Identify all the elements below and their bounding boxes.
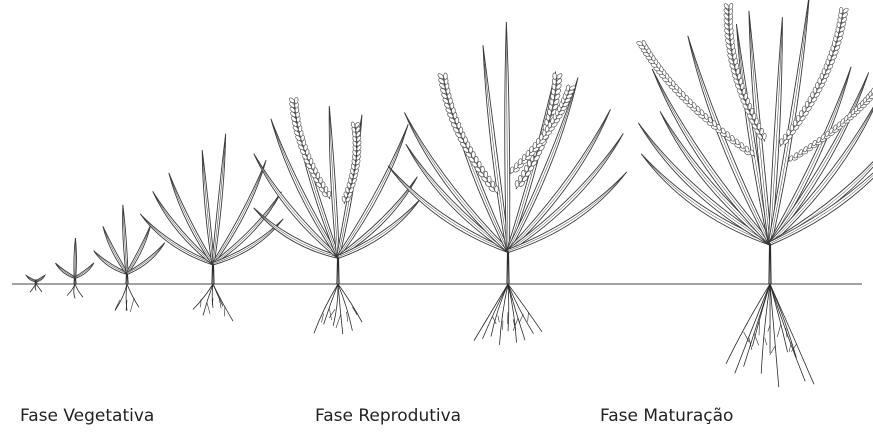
heading-plant-5 xyxy=(254,97,420,334)
flowering-plant-6 xyxy=(388,22,627,345)
tillering-plant-4 xyxy=(140,134,283,321)
seedling-plant-2 xyxy=(55,238,93,298)
phase-label-maturation: Fase Maturação xyxy=(600,406,733,426)
phase-label-vegetative: Fase Vegetativa xyxy=(20,406,154,426)
mature-plant-7 xyxy=(636,0,873,387)
phase-label-reproductive: Fase Reprodutiva xyxy=(315,406,461,426)
young-plant-3 xyxy=(94,205,165,312)
